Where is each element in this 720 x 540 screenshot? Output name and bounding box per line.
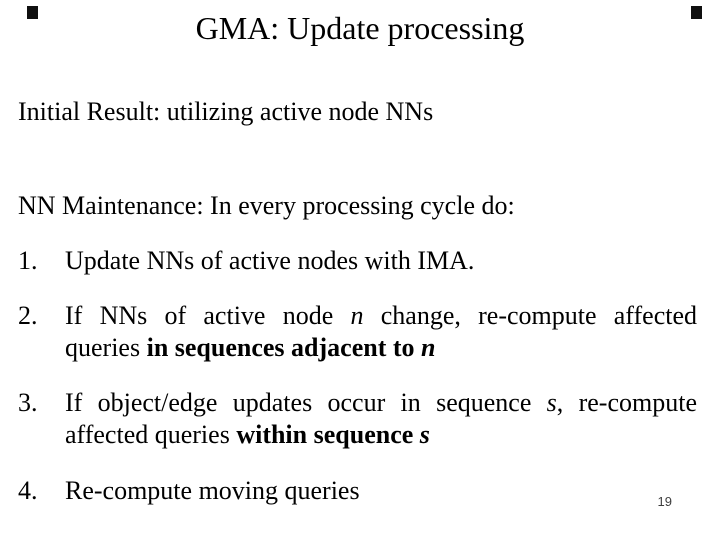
list-item-number: 4.: [18, 476, 38, 505]
page-number: 19: [657, 494, 672, 509]
list-item-number: 2.: [18, 301, 38, 330]
list-item-number: 1.: [18, 246, 38, 275]
list-item-text: Re-compute moving queries: [65, 475, 697, 507]
text-segment-normal: Re-compute moving queries: [65, 476, 360, 505]
text-segment-normal: Update NNs of active nodes with IMA.: [65, 246, 475, 275]
text-segment-normal: If object/edge updates occur in sequence: [65, 388, 547, 417]
text-line: queries in sequences adjacent to n: [65, 332, 697, 364]
list-item-number: 3.: [18, 388, 38, 417]
list-item-2: 2. If NNs of active node n change, re-com…: [18, 300, 697, 364]
paragraph-nn-maintenance: NN Maintenance: In every processing cycl…: [18, 191, 515, 220]
list-item-text: If object/edge updates occur in sequence…: [65, 387, 697, 451]
list-item-3: 3. If object/edge updates occur in sequen…: [18, 387, 697, 451]
slide-title: GMA: Update processing: [195, 10, 525, 46]
text-segment-normal: queries: [65, 333, 147, 362]
text-segment-normal: , re-compute: [556, 388, 697, 417]
text-segment-normal: change, re-compute affected: [363, 301, 697, 330]
corner-square-left-icon: [27, 6, 38, 19]
text-segment-bold-italic: n: [421, 333, 436, 362]
justified-line: If NNs of active node n change, re-compu…: [65, 300, 697, 332]
list-item-4: 4. Re-compute moving queries: [18, 475, 697, 507]
text-segment-bold: within sequence: [236, 420, 420, 449]
text-segment-bold: in sequences adjacent to: [146, 333, 422, 362]
paragraph-initial-result: Initial Result: utilizing active node NN…: [18, 97, 434, 126]
list-item-1: 1. Update NNs of active nodes with IMA.: [18, 245, 697, 277]
justified-line: If object/edge updates occur in sequence…: [65, 387, 697, 419]
text-segment-bold-italic: s: [419, 420, 430, 449]
corner-square-right-icon: [691, 6, 702, 19]
text-segment-italic: n: [350, 301, 364, 330]
text-segment-italic: s: [546, 388, 557, 417]
list-item-text: Update NNs of active nodes with IMA.: [65, 245, 697, 277]
text-line: affected queries within sequence s: [65, 419, 697, 451]
text-line: Update NNs of active nodes with IMA.: [65, 245, 697, 277]
text-segment-normal: affected queries: [65, 420, 237, 449]
text-line: Re-compute moving queries: [65, 475, 697, 507]
text-segment-normal: If NNs of active node: [65, 301, 351, 330]
list-item-text: If NNs of active node n change, re-compu…: [65, 300, 697, 364]
